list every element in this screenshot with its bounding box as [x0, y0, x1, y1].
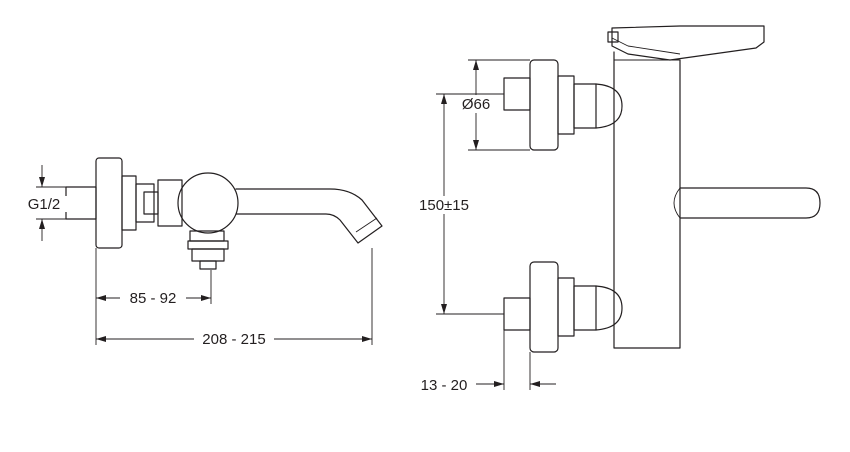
inlet-pipe: [65, 186, 97, 220]
outlet-ring: [187, 240, 229, 250]
body-neck: [157, 179, 183, 227]
lever-handle: [611, 25, 765, 61]
center-distance-label: 150±15: [419, 197, 469, 214]
total-length-label: 208 - 215: [202, 331, 265, 348]
eccentric-nut: [121, 175, 137, 231]
dim-offset: 85 - 92: [95, 248, 212, 307]
outlet-nozzle: [191, 248, 225, 262]
front-spout: [679, 187, 821, 219]
mixer-body: [177, 172, 239, 234]
wall-gap-label: 13 - 20: [421, 377, 468, 394]
rosette-diameter-label: Ø66: [462, 96, 490, 113]
thread-label: G1/2: [28, 196, 61, 213]
wall-rosette: [95, 157, 123, 249]
dim-rosette-diameter: Ø66: [452, 59, 530, 151]
bath-spout: [235, 188, 383, 244]
dim-total-length: 208 - 215: [95, 248, 373, 348]
outlet-tip: [199, 260, 217, 270]
dim-wall-gap: 13 - 20: [421, 330, 556, 394]
lower-nut: [557, 277, 575, 337]
lever-cap: [607, 31, 619, 43]
upper-inlet-pipe: [503, 77, 531, 111]
upper-nut: [557, 75, 575, 135]
upper-connector: [573, 83, 597, 129]
connector-inner: [143, 191, 159, 215]
dim-center-distance: 150±15: [408, 93, 504, 315]
upper-union: [595, 83, 623, 129]
lower-union: [595, 285, 623, 331]
lower-inlet-pipe: [503, 297, 531, 331]
upper-rosette: [529, 59, 559, 151]
front-view: Ø66 150±15 13 - 20: [408, 25, 821, 394]
connector: [135, 183, 155, 223]
offset-label: 85 - 92: [130, 290, 177, 307]
side-view: G1/2 85 - 92 208 - 215: [18, 157, 383, 348]
body-column: [613, 51, 681, 349]
lower-rosette: [529, 261, 559, 353]
dim-thread: G1/2: [18, 165, 70, 241]
lower-connector: [573, 285, 597, 331]
